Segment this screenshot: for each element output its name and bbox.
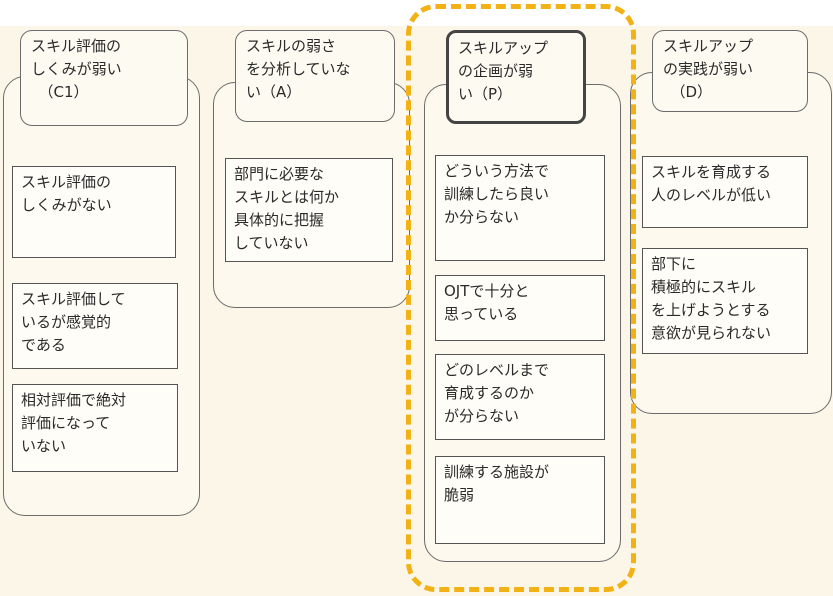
column-c1-heading: スキル評価の しくみが弱い （C1）: [20, 30, 188, 126]
column-c1-box-2: スキル評価して いるが感覚的 である: [12, 283, 178, 369]
column-d-body: [630, 72, 832, 414]
column-a-heading: スキルの弱さ を分析していな い（A）: [235, 30, 395, 122]
column-p-box-1: どういう方法で 訓練したら良い か分らない: [435, 155, 605, 261]
column-d-box-2: 部下に 積極的にスキル を上げようとする 意欲が見られない: [642, 248, 808, 354]
column-d-heading: スキルアップ の実践が弱い （D）: [652, 30, 808, 112]
column-p-box-3: どのレベルまで 育成するのか が分らない: [435, 354, 605, 440]
column-d-box-1: スキルを育成する 人のレベルが低い: [642, 156, 808, 228]
highlight-dashed-frame: [406, 4, 636, 592]
column-c1-box-1: スキル評価の しくみがない: [12, 166, 176, 258]
column-p-box-4: 訓練する施設が 脆弱: [435, 456, 605, 544]
column-c1-box-3: 相対評価で絶対 評価になって いない: [12, 384, 178, 472]
column-p-heading: スキルアップ の企画が弱 い（P）: [446, 30, 586, 124]
column-p-box-2: OJTで十分と 思っている: [435, 275, 605, 341]
column-a-box-1: 部門に必要な スキルとは何か 具体的に把握 していない: [225, 158, 393, 262]
